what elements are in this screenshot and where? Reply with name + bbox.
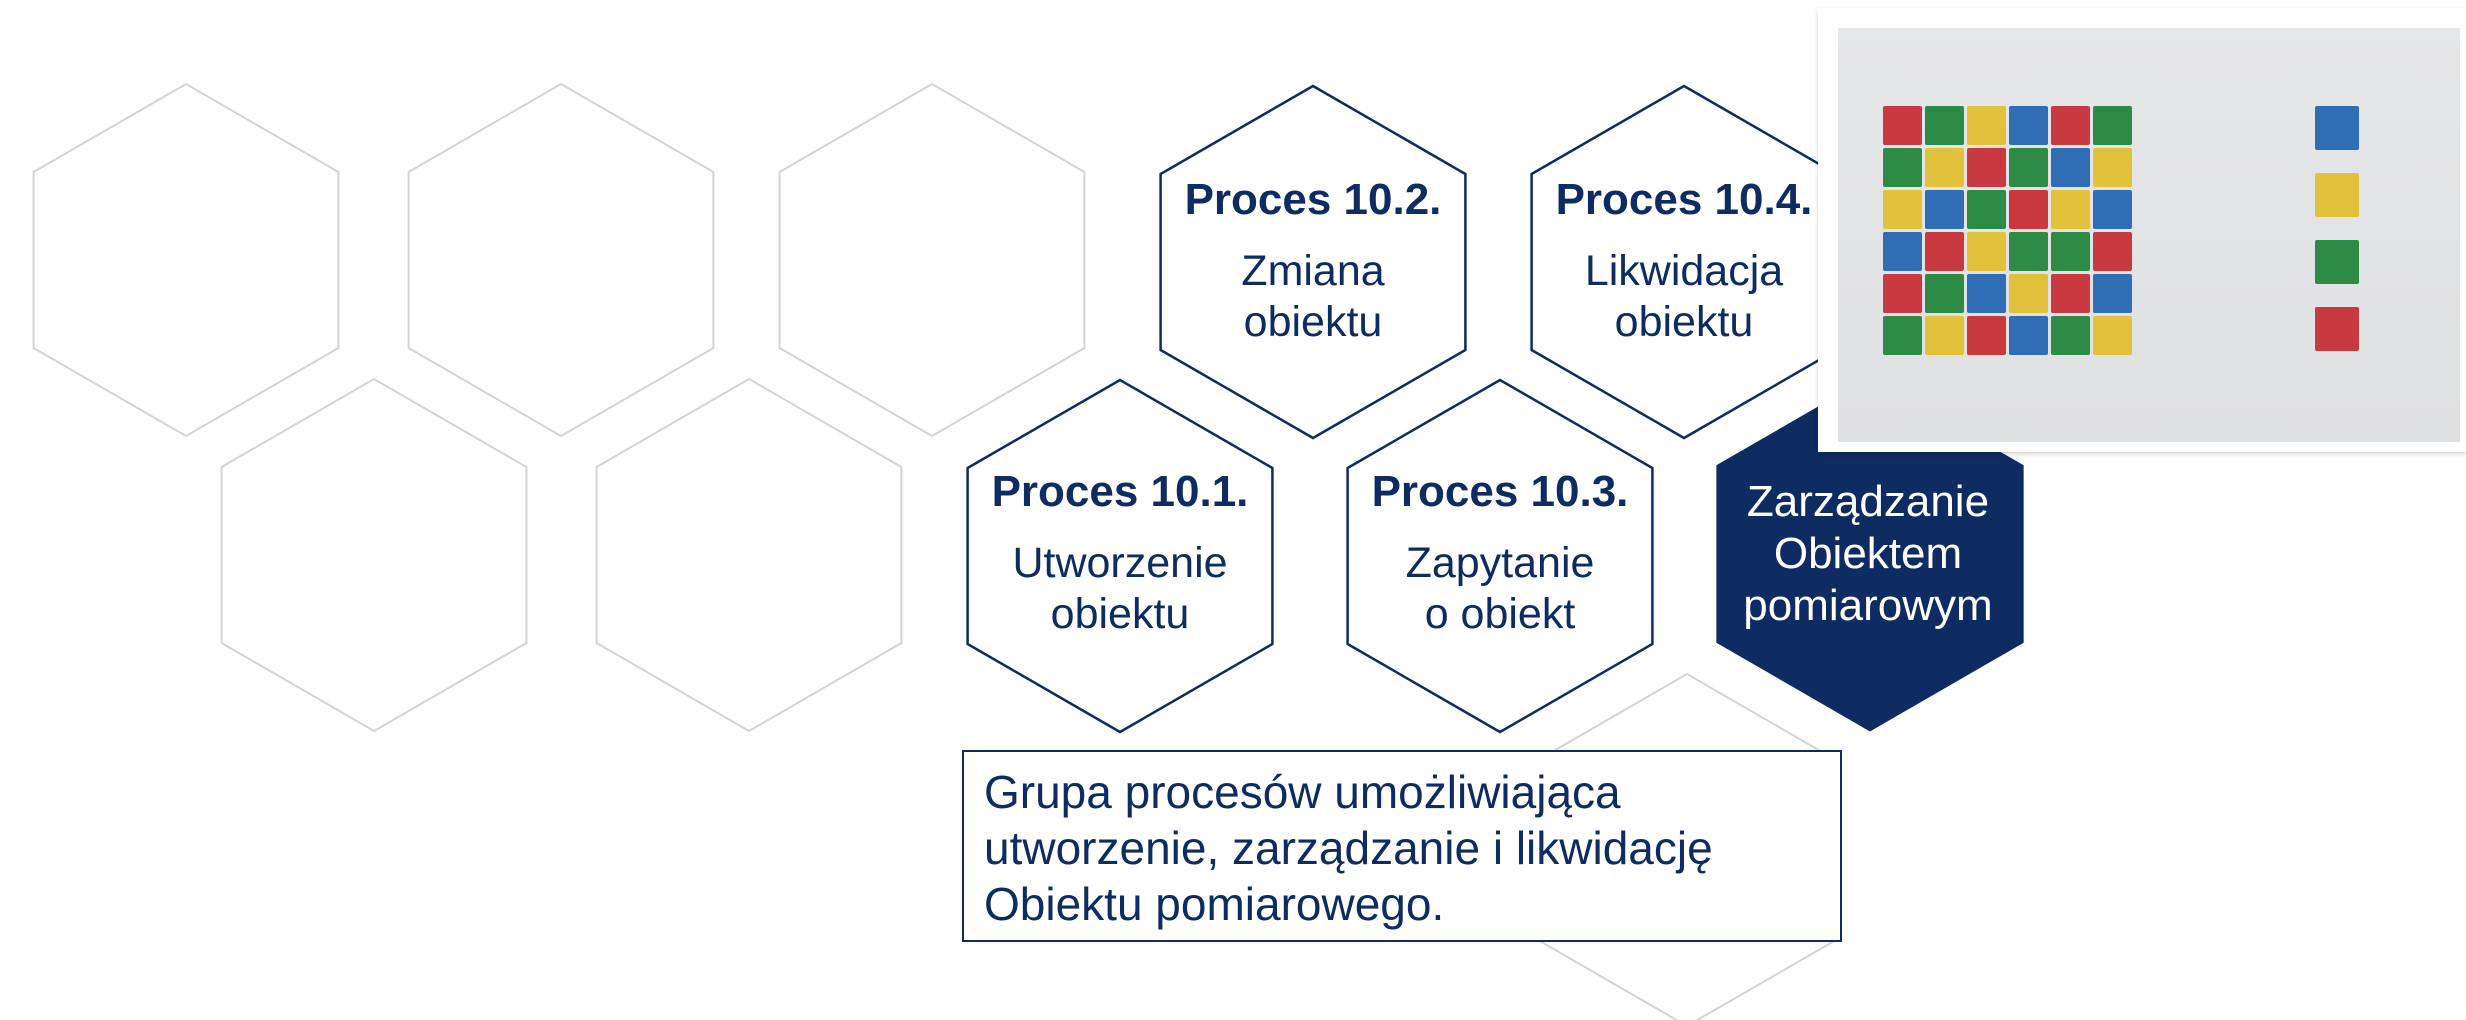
- color-block: [1967, 190, 2006, 229]
- color-block: [1925, 274, 1964, 313]
- color-block: [2093, 106, 2132, 145]
- empty-hexagon: [778, 82, 1086, 438]
- color-block: [1883, 232, 1922, 271]
- color-block: [2051, 232, 2090, 271]
- empty-hexagon: [220, 377, 528, 733]
- color-block: [1967, 232, 2006, 271]
- color-block: [1967, 316, 2006, 355]
- description-box: Grupa procesów umożliwiająca utworzenie,…: [962, 750, 1842, 942]
- color-block: [1883, 148, 1922, 187]
- hexagon-process-10-3: [1346, 378, 1654, 734]
- color-block: [1925, 190, 1964, 229]
- color-block: [2051, 106, 2090, 145]
- color-block: [2093, 232, 2132, 271]
- process-title: Proces 10.1.: [991, 467, 1249, 516]
- color-block: [1925, 232, 1964, 271]
- process-title: Proces 10.3.: [1371, 467, 1629, 516]
- color-block: [2009, 106, 2048, 145]
- color-block: [2009, 148, 2048, 187]
- hexagon-process-10-2: [1159, 84, 1467, 440]
- color-block: [1925, 148, 1964, 187]
- color-block: [1967, 148, 2006, 187]
- color-block: [2093, 274, 2132, 313]
- main-group-label: Zarządzanie Obiektem pomiarowym: [1743, 477, 1993, 630]
- color-block: [2009, 232, 2048, 271]
- hexagon-main-group: [1716, 376, 2024, 732]
- color-block: [1883, 106, 1922, 145]
- color-block: [2009, 316, 2048, 355]
- color-block: [2315, 307, 2359, 351]
- color-block: [2009, 274, 2048, 313]
- process-label: Zmiana obiektu: [1241, 247, 1385, 346]
- process-10-1-hex: Proces 10.1. Utworzenie obiektu: [950, 466, 1290, 640]
- empty-hexagon: [407, 82, 715, 438]
- color-block: [1925, 106, 1964, 145]
- colored-blocks-photo: [1818, 8, 2466, 452]
- color-block: [2315, 106, 2359, 150]
- color-block: [2051, 274, 2090, 313]
- color-block: [2093, 148, 2132, 187]
- process-title: Proces 10.4.: [1555, 175, 1813, 224]
- color-block: [2051, 316, 2090, 355]
- color-block: [1883, 316, 1922, 355]
- empty-hexagon: [32, 82, 340, 438]
- process-label: Likwidacja obiektu: [1584, 247, 1784, 346]
- process-10-3-hex: Proces 10.3. Zapytanie o obiekt: [1330, 466, 1670, 640]
- colored-blocks-icon: [1883, 106, 2359, 355]
- color-block: [1883, 190, 1922, 229]
- color-block: [2051, 148, 2090, 187]
- color-block: [2009, 190, 2048, 229]
- process-label: Zapytanie o obiekt: [1405, 539, 1595, 638]
- color-block: [1967, 274, 2006, 313]
- color-block: [2315, 173, 2359, 217]
- empty-hexagon: [595, 377, 903, 733]
- process-10-4-hex: Proces 10.4. Likwidacja obiektu: [1514, 174, 1854, 348]
- color-block: [1883, 274, 1922, 313]
- color-block: [2093, 190, 2132, 229]
- color-block: [1967, 106, 2006, 145]
- process-title: Proces 10.2.: [1184, 175, 1442, 224]
- color-block: [2315, 240, 2359, 284]
- hexagon-process-10-1: [966, 378, 1274, 734]
- process-10-2-hex: Proces 10.2. Zmiana obiektu: [1143, 174, 1483, 348]
- color-block: [1925, 316, 1964, 355]
- color-block: [2093, 316, 2132, 355]
- color-block: [2051, 190, 2090, 229]
- description-text: Grupa procesów umożliwiająca utworzenie,…: [984, 766, 1713, 930]
- process-label: Utworzenie obiektu: [1012, 539, 1228, 638]
